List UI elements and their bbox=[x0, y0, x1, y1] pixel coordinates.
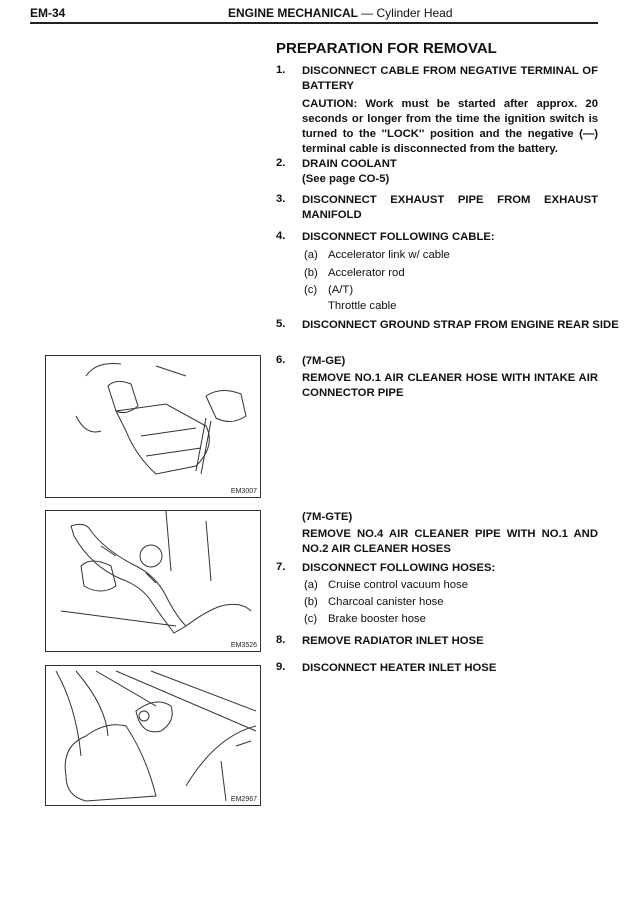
item-text: Brake booster hose bbox=[328, 613, 426, 625]
step-alt-label: (7M-GTE) bbox=[302, 511, 353, 523]
step-number: 5. bbox=[276, 318, 286, 330]
step-subtext: (See page CO-5) bbox=[302, 173, 390, 185]
step-text: DISCONNECT CABLE FROM NEGATIVE TERMINAL … bbox=[302, 65, 598, 92]
item-text: Accelerator link w/ cable bbox=[328, 249, 450, 261]
item-text: Cruise control vacuum hose bbox=[328, 579, 469, 591]
item-label: (b) bbox=[304, 267, 318, 279]
item-label: (a) bbox=[304, 579, 318, 591]
step-number: 4. bbox=[276, 230, 286, 242]
step-number: 3. bbox=[276, 193, 286, 205]
item-text: Accelerator rod bbox=[328, 267, 405, 279]
item-text: (A/T) bbox=[328, 284, 354, 296]
step-text: DISCONNECT EXHAUST PIPE FROM EXHAUST MAN… bbox=[302, 194, 598, 221]
illustration bbox=[60, 511, 252, 634]
item-text: Throttle cable bbox=[328, 300, 397, 312]
illustration bbox=[75, 363, 247, 475]
step-number: 9. bbox=[276, 661, 286, 673]
header-rule bbox=[30, 22, 598, 24]
item-label: (a) bbox=[304, 249, 318, 261]
subsection-title: Cylinder Head bbox=[376, 6, 453, 20]
page-number: EM-34 bbox=[30, 6, 66, 20]
step-alt-text: REMOVE NO.4 AIR CLEANER PIPE WITH NO.1 A… bbox=[302, 528, 598, 555]
item-text: Charcoal canister hose bbox=[328, 596, 444, 608]
step-subtext: REMOVE NO.1 AIR CLEANER HOSE WITH INTAKE… bbox=[302, 372, 598, 399]
step-number: 7. bbox=[276, 561, 286, 573]
figure-heater-hose: EM2967 bbox=[45, 665, 261, 806]
step-text: DISCONNECT HEATER INLET HOSE bbox=[302, 662, 497, 674]
header-dash: — bbox=[361, 6, 374, 20]
item-label: (c) bbox=[304, 284, 318, 296]
step-number: 2. bbox=[276, 157, 286, 169]
step-text: DISCONNECT GROUND STRAP FROM ENGINE REAR… bbox=[302, 319, 619, 331]
step-number: 1. bbox=[276, 64, 286, 76]
figure-code: EM3007 bbox=[230, 488, 257, 495]
step-text: DISCONNECT FOLLOWING HOSES: bbox=[302, 562, 496, 574]
figure-code: EM3526 bbox=[230, 642, 257, 649]
section-title: ENGINE MECHANICAL bbox=[228, 6, 358, 20]
figure-air-cleaner-pipe: EM3526 bbox=[45, 510, 261, 652]
caution-text: CAUTION: Work must be started after appr… bbox=[302, 98, 598, 155]
step-number: 8. bbox=[276, 634, 286, 646]
figure-air-cleaner-hose: EM3007 bbox=[45, 355, 261, 498]
item-label: (c) bbox=[304, 613, 318, 625]
step-number: 6. bbox=[276, 354, 286, 366]
figure-code: EM2967 bbox=[230, 796, 257, 803]
page-title: PREPARATION FOR REMOVAL bbox=[276, 40, 497, 57]
item-label: (b) bbox=[304, 596, 318, 608]
illustration bbox=[55, 670, 257, 802]
header-title: ENGINE MECHANICAL — Cylinder Head bbox=[228, 6, 453, 20]
step-text: DISCONNECT FOLLOWING CABLE: bbox=[302, 231, 495, 243]
step-text: DRAIN COOLANT bbox=[302, 158, 397, 170]
step-text: REMOVE RADIATOR INLET HOSE bbox=[302, 635, 484, 647]
step-text: (7M-GE) bbox=[302, 355, 346, 367]
